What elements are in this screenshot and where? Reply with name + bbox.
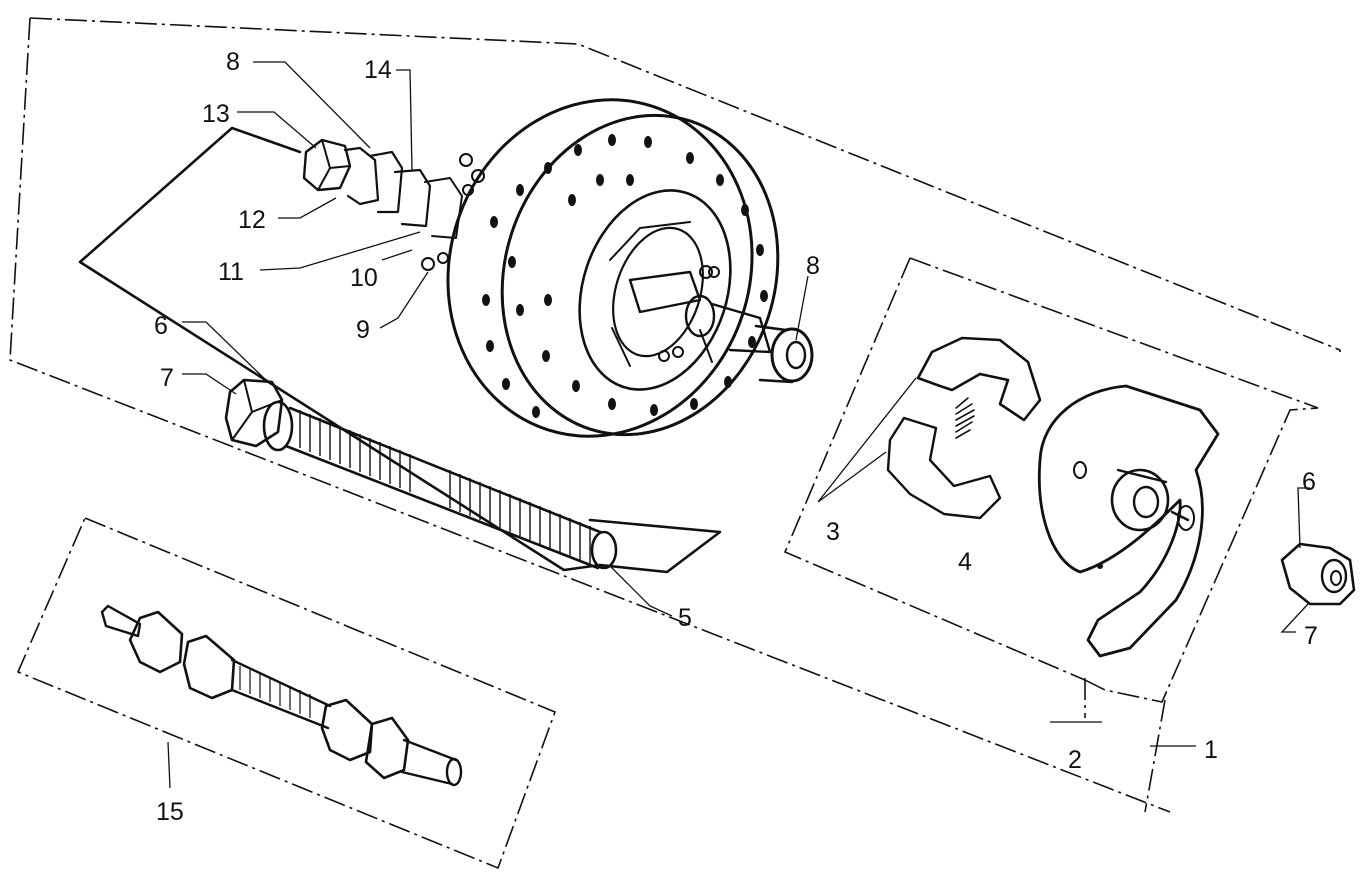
callout-10: 10: [350, 264, 378, 292]
threaded-axle-icon: [224, 378, 618, 570]
callout-7-right: 7: [1304, 622, 1318, 650]
brake-hub-icon: [302, 98, 814, 438]
group-outline-axle: [78, 126, 722, 574]
assembly-boundary-main: [9, 17, 1341, 813]
callout-5: 5: [678, 604, 692, 632]
callout-15: 15: [156, 798, 184, 826]
brake-plate-icon: [1037, 384, 1220, 658]
callout-13: 13: [202, 100, 230, 128]
callout-labels: 8 14 13 12 11 10 9 8 6 7 5 3 4 6 7 2 1 1…: [154, 48, 1318, 826]
callout-11: 11: [218, 258, 244, 286]
assembly-boundary-brake: [783, 257, 1319, 703]
callout-9: 9: [356, 316, 370, 344]
leader-lines: [167, 61, 1310, 789]
callout-6-left: 6: [154, 312, 168, 340]
brake-shoe-icon: [886, 336, 1042, 520]
assembly-marker-2: [1050, 678, 1102, 723]
callout-6-right: 6: [1302, 468, 1316, 496]
axle-nut-icon: [1280, 542, 1356, 606]
callout-7-left: 7: [160, 364, 174, 392]
callout-4: 4: [958, 548, 972, 576]
callout-8-right: 8: [806, 252, 820, 280]
callout-12: 12: [238, 206, 266, 234]
callout-2: 2: [1068, 746, 1082, 774]
callout-8-top: 8: [226, 48, 240, 76]
callout-1: 1: [1204, 736, 1218, 764]
callout-3: 3: [826, 518, 840, 546]
callout-14: 14: [364, 56, 392, 84]
assembly-boundary-spindle: [16, 516, 557, 870]
spindle-icon: [100, 604, 463, 787]
